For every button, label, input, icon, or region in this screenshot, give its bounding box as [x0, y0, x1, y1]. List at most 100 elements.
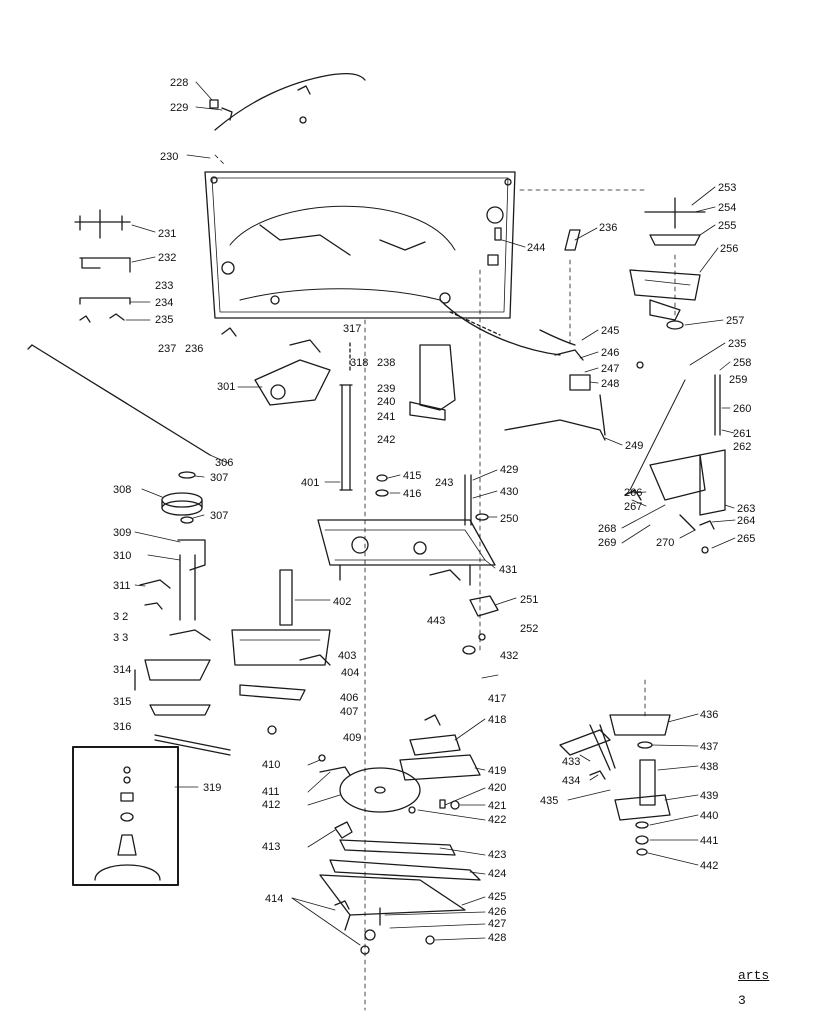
part-label-407: 407	[340, 706, 358, 718]
base-plate	[204, 171, 516, 319]
upper-right-cam-assembly	[629, 197, 706, 330]
part-label-259: 259	[729, 374, 747, 386]
part-label-252: 252	[520, 623, 538, 635]
part-number-labels: 228 229 230 231 232 233 234 235 237 236 …	[113, 77, 755, 944]
long-rod	[27, 344, 211, 456]
part-label-265: 265	[737, 533, 755, 545]
part-label-431: 431	[499, 564, 517, 576]
part-label-420: 420	[488, 782, 506, 794]
control-wire	[439, 299, 561, 356]
part-label-409: 409	[343, 732, 361, 744]
spindle-assembly	[161, 471, 206, 571]
part-label-249: 249	[625, 440, 643, 452]
motor-bracket-assembly	[254, 339, 331, 406]
right-small-parts	[462, 595, 499, 655]
part-label-402: 402	[333, 596, 351, 608]
cam-gear-assembly	[339, 714, 481, 814]
part-label-246: 246	[601, 347, 619, 359]
part-label-268: 268	[598, 523, 616, 535]
part-label-422: 422	[488, 814, 506, 826]
part-label-234: 234	[155, 297, 173, 309]
part-label-438: 438	[700, 761, 718, 773]
part-label-231: 231	[158, 228, 176, 240]
part-label-433: 433	[562, 756, 580, 768]
part-label-301: 301	[217, 381, 235, 393]
part-label-263: 263	[737, 503, 755, 515]
part-label-439: 439	[700, 790, 718, 802]
part-label-317: 317	[343, 323, 361, 335]
part-label-414: 414	[265, 893, 283, 905]
part-label-312: 3 2	[113, 611, 128, 623]
left-small-parts	[74, 209, 237, 337]
part-label-307-bottom: 307	[210, 510, 228, 522]
part-label-230: 230	[160, 151, 178, 163]
part-label-430: 430	[500, 486, 518, 498]
part-label-232: 232	[158, 252, 176, 264]
mounting-bracket	[409, 344, 456, 421]
main-lever-assembly	[231, 569, 331, 735]
part-label-401: 401	[301, 477, 319, 489]
part-label-417: 417	[488, 693, 506, 705]
part-label-235: 235	[155, 314, 173, 326]
part-label-242: 242	[377, 434, 395, 446]
part-label-424: 424	[488, 868, 506, 880]
bottom-slide-assembly	[319, 839, 481, 955]
part-label-429: 429	[500, 464, 518, 476]
part-label-412: 412	[262, 799, 280, 811]
inset-detail-box	[72, 746, 179, 886]
part-label-237: 237	[158, 343, 176, 355]
part-label-244: 244	[527, 242, 545, 254]
part-label-403: 403	[338, 650, 356, 662]
part-label-306: 306	[215, 457, 233, 469]
part-label-247: 247	[601, 363, 619, 375]
part-label-241: 241	[377, 411, 395, 423]
part-label-253: 253	[718, 182, 736, 194]
part-label-416: 416	[403, 488, 421, 500]
part-label-248: 248	[601, 378, 619, 390]
part-label-419: 419	[488, 765, 506, 777]
part-label-250: 250	[500, 513, 518, 525]
part-label-264: 264	[737, 515, 755, 527]
part-label-435: 435	[540, 795, 558, 807]
part-label-428: 428	[488, 932, 506, 944]
part-label-314: 314	[113, 664, 131, 676]
part-label-443: 443	[427, 615, 445, 627]
part-label-318: 318	[350, 357, 368, 369]
part-label-410: 410	[262, 759, 280, 771]
part-label-229: 229	[170, 102, 188, 114]
posts	[375, 474, 489, 526]
part-label-316: 316	[113, 721, 131, 733]
part-label-260: 260	[733, 403, 751, 415]
left-linkage-parts	[134, 554, 231, 756]
part-label-262: 262	[733, 441, 751, 453]
part-label-266: 266	[624, 487, 642, 499]
part-label-404: 404	[341, 667, 359, 679]
part-label-315: 315	[113, 696, 131, 708]
part-label-269: 269	[598, 537, 616, 549]
part-label-434: 434	[562, 775, 580, 787]
part-label-254: 254	[718, 202, 736, 214]
part-label-425: 425	[488, 891, 506, 903]
part-label-423: 423	[488, 849, 506, 861]
part-label-436: 436	[700, 709, 718, 721]
footer-text: arts	[738, 968, 770, 983]
part-label-313: 3 3	[113, 632, 128, 644]
alignment-lines	[214, 154, 676, 1011]
part-label-239: 239	[377, 383, 395, 395]
part-label-421: 421	[488, 800, 506, 812]
part-label-307-top: 307	[210, 472, 228, 484]
part-label-228: 228	[170, 77, 188, 89]
part-label-441: 441	[700, 835, 718, 847]
left-washers	[318, 754, 353, 839]
part-label-311: 311	[113, 580, 131, 592]
bottom-right-lever-assembly	[559, 714, 671, 856]
part-label-240: 240	[377, 396, 395, 408]
leader-lines	[125, 81, 736, 946]
part-label-243: 243	[435, 477, 453, 489]
footer-page-number: 3	[738, 993, 746, 1008]
part-label-255: 255	[718, 220, 736, 232]
part-label-267: 267	[624, 501, 642, 513]
part-label-257: 257	[726, 315, 744, 327]
